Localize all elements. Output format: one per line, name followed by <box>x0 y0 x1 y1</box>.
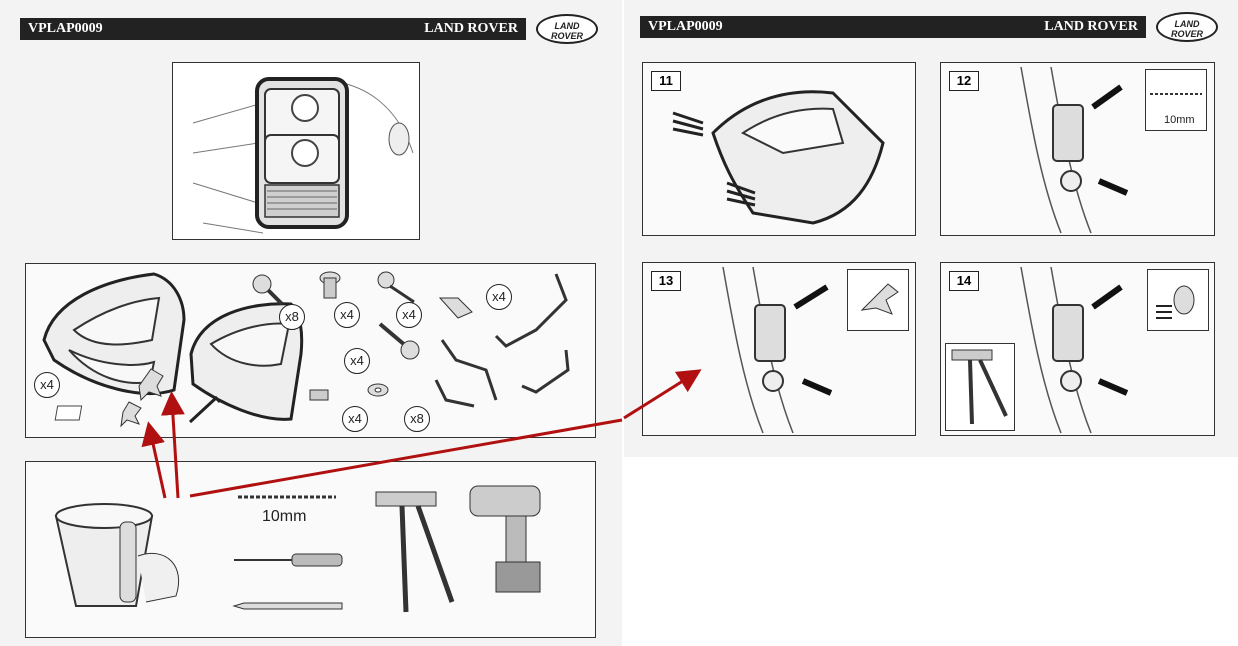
left-land-rover-logo: LAND ROVER <box>536 14 598 44</box>
vehicle-lamp-illustration <box>172 62 420 240</box>
step-number: 11 <box>651 71 681 91</box>
step-14-tool-inset <box>945 343 1015 431</box>
annotation-arrow-right <box>623 369 702 420</box>
step-11-drawing <box>672 90 885 225</box>
qty-badge: x8 <box>279 304 305 330</box>
hex-key-drawing <box>188 395 222 424</box>
step-14-panel: 14 <box>940 262 1215 436</box>
qty-badge: x4 <box>342 406 368 432</box>
qty-badge: x4 <box>396 302 422 328</box>
qty-badge: x4 <box>34 372 60 398</box>
spacer-block-drawing <box>309 389 329 401</box>
rivet-nut-drawing <box>319 271 341 299</box>
lamp-guard-small-drawing <box>189 302 304 421</box>
mounting-tab-drawing <box>438 297 473 319</box>
qty-badge: x8 <box>404 406 430 432</box>
left-instruction-sheet: VPLAP0009 LAND ROVER LAND ROVER <box>0 0 623 646</box>
drill-bit-drawing <box>238 495 336 499</box>
kit-contents-panel: x4 x8 x4 x4 x4 x4 x8 <box>25 263 596 438</box>
left-doc-code: VPLAP0009 <box>28 21 103 36</box>
cordless-drill-drawing <box>469 485 541 593</box>
drill-bit-inset-icon <box>1150 93 1202 95</box>
rivet-gun-drawing <box>375 491 455 613</box>
step-12-inset: 10mm <box>1145 69 1207 131</box>
bucket-drawing <box>54 503 180 607</box>
vehicle-lamp-drawing <box>192 77 414 234</box>
tools-panel: 10mm <box>25 461 596 638</box>
step-number: 13 <box>651 271 681 291</box>
right-doc-code: VPLAP0009 <box>648 19 723 34</box>
step-13-drawing <box>722 266 833 434</box>
step-number: 12 <box>949 71 979 91</box>
screw-pan-head-drawing <box>252 274 284 306</box>
right-brand-name: LAND ROVER <box>1044 19 1138 34</box>
qty-badge: x4 <box>486 284 512 310</box>
rivet-gun-inset-icon <box>951 349 1008 425</box>
step-12-panel: 12 10mm <box>940 62 1215 236</box>
step-13-inset <box>847 269 909 331</box>
annotation-arrows-left <box>141 391 623 499</box>
machine-screw-drawing <box>378 322 420 360</box>
lamp-guard-large-drawing <box>42 272 186 395</box>
step-12-drawing <box>1020 66 1129 234</box>
step-14-rivet-inset <box>1147 269 1209 331</box>
right-instruction-sheet: VPLAP0009 LAND ROVER LAND ROVER 11 12 <box>623 0 1238 457</box>
right-land-rover-logo: LAND ROVER <box>1156 12 1218 42</box>
rivet-nut-inset-icon <box>1156 285 1195 319</box>
screwdriver-drawing <box>234 553 343 567</box>
step-11-panel: 11 <box>642 62 916 236</box>
self-tap-screw-drawing <box>377 271 415 304</box>
clip-inset-icon <box>860 283 899 315</box>
step-14-drawing <box>1020 266 1129 434</box>
step-13-panel: 13 <box>642 262 916 436</box>
drill-bit-size-label: 10mm <box>262 508 307 525</box>
qty-badge: x4 <box>344 348 370 374</box>
bracket-set-drawing <box>434 273 570 408</box>
step-number: 14 <box>949 271 979 291</box>
step-12-bit-size-label: 10mm <box>1164 114 1195 126</box>
adhesive-pad-drawing <box>54 405 83 421</box>
left-header-bar: VPLAP0009 LAND ROVER <box>20 18 526 40</box>
fixing-clips-drawing <box>120 368 164 428</box>
washer-drawing <box>367 383 389 397</box>
right-header-bar: VPLAP0009 LAND ROVER <box>640 16 1146 38</box>
pencil-drawing <box>232 602 343 610</box>
qty-badge: x4 <box>334 302 360 328</box>
left-brand-name: LAND ROVER <box>424 21 518 36</box>
